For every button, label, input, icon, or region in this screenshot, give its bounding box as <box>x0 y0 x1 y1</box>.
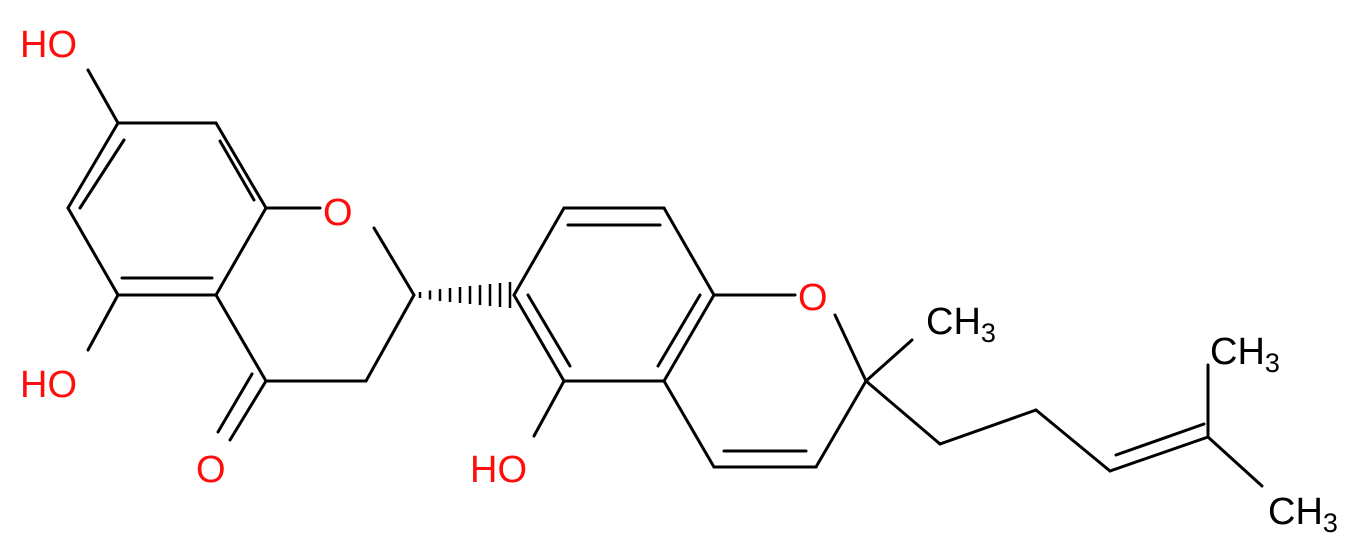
ring-b-substituents <box>532 379 566 438</box>
pyranone-bonds <box>214 206 416 442</box>
side-chain-bonds <box>864 338 1264 488</box>
ring-a-substituents <box>86 68 120 352</box>
methyl-label: CH3 <box>926 301 996 348</box>
bond <box>864 338 914 383</box>
bond <box>78 138 126 210</box>
bond <box>1034 408 1112 473</box>
bond <box>864 379 942 446</box>
ring-oxygen-label: O <box>323 192 353 234</box>
bond <box>214 293 268 383</box>
ring-b-bonds <box>512 206 716 383</box>
methyl-label: CH3 <box>1268 491 1338 538</box>
hydroxyl-label: HO <box>470 449 527 491</box>
bond <box>364 293 416 383</box>
ring-a-bonds <box>66 121 268 297</box>
bond <box>1108 435 1210 473</box>
bond <box>214 206 268 297</box>
ring-oxygen-label: O <box>798 277 828 319</box>
bond <box>814 379 868 469</box>
bond <box>86 68 120 125</box>
hashed-wedge-bond <box>418 282 512 308</box>
atom-labels: HO HO O O O HO CH3 CH3 CH3 <box>20 24 1338 538</box>
bond <box>662 206 716 297</box>
bond <box>228 379 268 442</box>
bond <box>532 379 566 438</box>
ketone-oxygen-label: O <box>196 449 226 491</box>
pyran-bonds <box>662 293 868 469</box>
bond <box>656 293 702 368</box>
bond <box>1206 435 1264 488</box>
bond <box>662 293 716 383</box>
bond <box>86 293 120 352</box>
bond <box>372 226 416 297</box>
bond <box>66 206 120 297</box>
bond <box>512 293 566 383</box>
bond <box>1114 422 1206 457</box>
bond <box>214 121 268 210</box>
bond <box>833 313 868 383</box>
bond <box>526 293 572 368</box>
bond <box>938 408 1038 446</box>
bond <box>662 379 716 469</box>
methyl-label: CH3 <box>1210 331 1280 378</box>
bond <box>66 121 120 210</box>
hydroxyl-label: HO <box>20 364 77 406</box>
bond <box>218 139 256 202</box>
bond <box>512 206 566 297</box>
bond <box>216 372 254 434</box>
hydroxyl-label: HO <box>20 24 77 66</box>
